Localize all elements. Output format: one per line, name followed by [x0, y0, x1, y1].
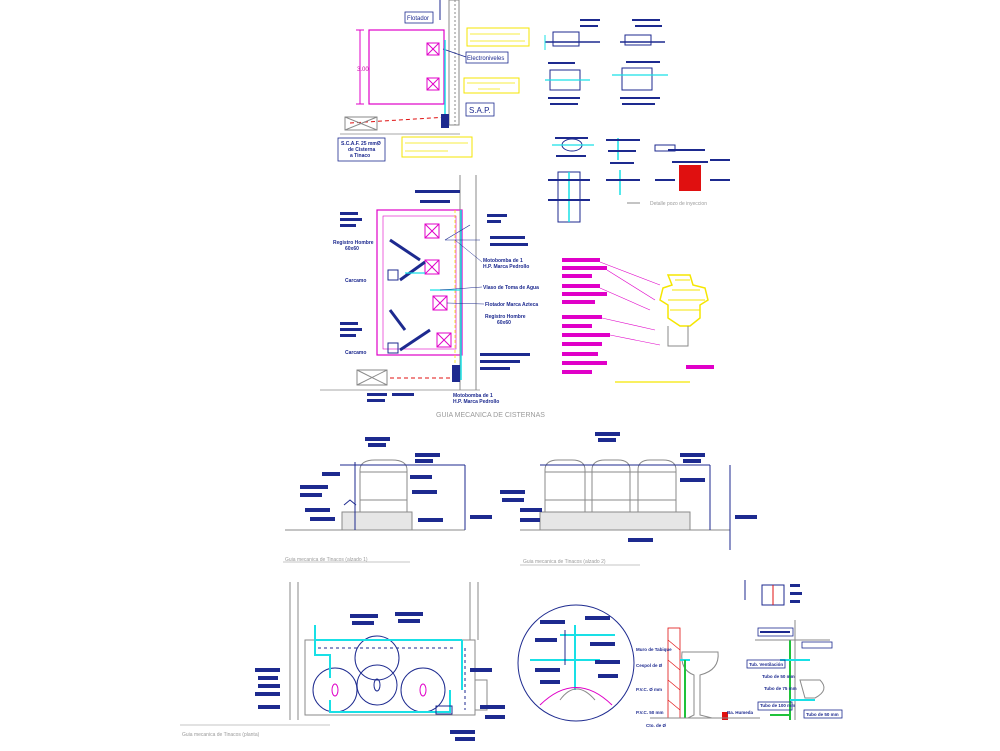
motobomba-1-line2: H.P. Marca Pedrollo	[483, 264, 529, 270]
wc-tubo2-label: Tubo de 75 mm	[764, 686, 797, 691]
scaf-line-1: S.C.A.F. 25 mmØ	[341, 141, 381, 147]
lavabo-detail: Muro de Tabique Cespol de Ø P.V.C. Ø mm …	[636, 627, 760, 728]
lavabo-cespol-label: Cespol de Ø	[636, 663, 663, 668]
motobomba-2-line2: H.P. Marca Pedrollo	[453, 399, 499, 405]
dimension-300: 3.00	[357, 67, 369, 73]
registro-hombre-2-line1: Registro Hombre	[485, 314, 526, 320]
valvula-toma-label: Vlaso de Toma de Agua	[483, 285, 539, 291]
guia-cisternas: Registro Hombre 60x60 Carcamo Carcamo Mo…	[320, 175, 545, 419]
flotador-marca-label: Flotador Marca Azteca	[485, 302, 538, 308]
scaf-line-3: a Tinaco	[350, 153, 370, 159]
carcamo-1-label: Carcamo	[345, 278, 366, 284]
alzado2-caption: Guia mecanica de Tinacos (alzado 2)	[523, 559, 606, 565]
lavabo-pvc-label: P.V.C. Ø mm	[636, 687, 662, 692]
tinacos-planta: Guia mecanica de Tinacos (planta)	[180, 582, 505, 741]
lavabo-muro-label: Muro de Tabique	[636, 647, 672, 652]
wc-detail: Tub. Ventilación Tubo de 50 mm Tubo de 7…	[744, 580, 843, 720]
top-right-details: Detalle pozo de inyeccion	[544, 19, 730, 223]
zoom-detail-circle	[517, 604, 635, 722]
registro-hombre-2-line2: 60x60	[497, 320, 511, 326]
registro-hombre-1-line1: Registro Hombre	[333, 240, 374, 246]
planta-caption: Guia mecanica de Tinacos (planta)	[182, 732, 260, 738]
wc-tubo4-label: Tubo de 50 mm	[806, 712, 839, 717]
tinacos-alzado-1: Guia mecanica de Tinacos (alzado 1)	[283, 437, 492, 563]
carcamo-2-label: Carcamo	[345, 350, 366, 356]
scaf-line-2: de Cisterna	[348, 147, 375, 153]
lavabo-cto-label: Cto. de Ø	[646, 723, 666, 728]
guia-cisternas-caption: GUIA MECANICA DE CISTERNAS	[436, 412, 545, 419]
detalle-tapa-cisterna	[562, 258, 714, 383]
wc-tubo1-label: Tubo de 50 mm	[762, 674, 795, 679]
alzado1-caption: Guia mecanica de Tinacos (alzado 1)	[285, 557, 368, 563]
wc-tubo3-label: Tubo de 100 mm	[760, 703, 795, 708]
lavabo-bajada-label: Ba. Humeda	[727, 710, 754, 715]
flotador-label: Flotador	[407, 16, 429, 22]
lavabo-pvc2-label: P.V.C. 50 mm	[636, 710, 664, 715]
plan-cisterna: 3.00 Flotador Electroniveles S.A.P.	[337, 0, 530, 162]
detalle-pozo-caption: Detalle pozo de inyeccion	[650, 201, 707, 207]
wc-ventila-label: Tub. Ventilación	[749, 662, 783, 667]
motobomba-1-line1: Motobomba de 1	[483, 258, 523, 264]
sap-label: S.A.P.	[469, 106, 491, 115]
motobomba-2-line1: Motobomba de 1	[453, 393, 493, 399]
registro-hombre-1-line2: 60x60	[345, 246, 359, 252]
electroniveles-label: Electroniveles	[467, 56, 504, 62]
tinacos-alzado-2: Guia mecanica de Tinacos (alzado 2)	[500, 432, 757, 566]
